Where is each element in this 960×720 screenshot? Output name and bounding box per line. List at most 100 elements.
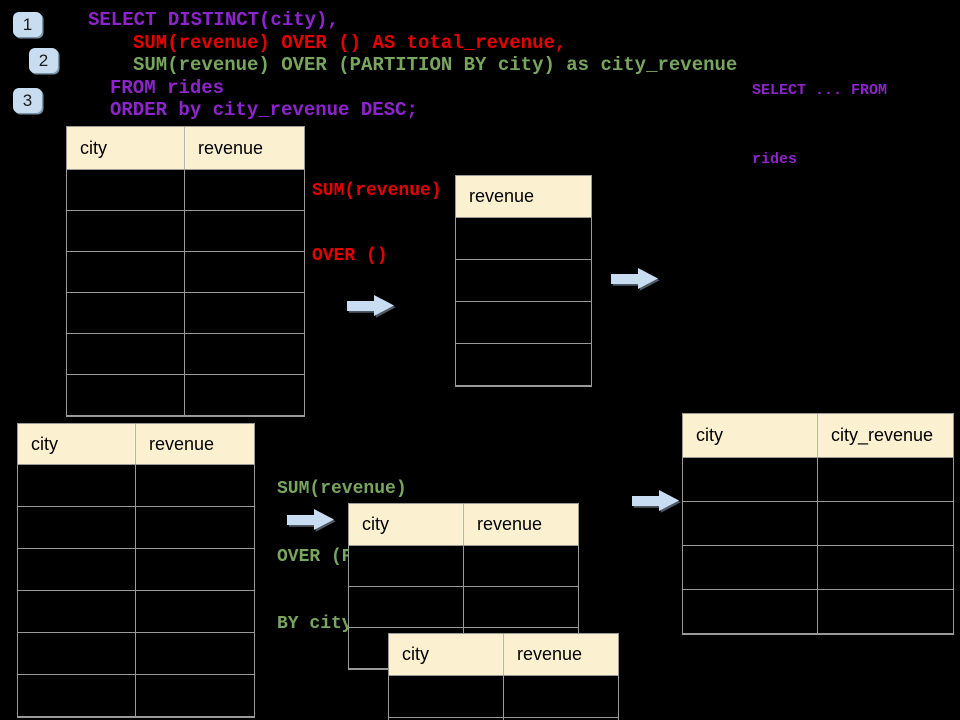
table-cell <box>818 458 953 501</box>
table-row <box>67 293 304 334</box>
step-badge-1: 1 <box>13 12 42 37</box>
table-cell <box>683 458 818 501</box>
sql-code: SELECT DISTINCT(city),SUM(revenue) OVER … <box>88 9 737 122</box>
table-cell <box>18 591 136 632</box>
table-row <box>67 334 304 375</box>
table-row <box>683 546 953 590</box>
annotation-line: SUM(revenue) <box>277 479 407 499</box>
table-cell <box>456 344 591 385</box>
flow-arrow-icon <box>632 489 684 515</box>
table-cell <box>185 293 304 333</box>
column-header-city: city <box>18 424 136 464</box>
table-cell <box>185 375 304 415</box>
sql-code-line: ORDER by city_revenue DESC; <box>110 99 418 121</box>
table-cell <box>456 302 591 343</box>
table-row <box>18 591 254 633</box>
side-note-line: rides <box>752 151 798 168</box>
table-cell <box>18 465 136 506</box>
sql-code-line: SUM(revenue) OVER () AS total_revenue, <box>133 31 567 54</box>
table-cell <box>18 549 136 590</box>
table-row <box>18 549 254 591</box>
table-cell <box>185 170 304 210</box>
table-cell <box>185 252 304 292</box>
table-row <box>18 507 254 549</box>
table-cell <box>136 549 254 590</box>
table-cell <box>456 218 591 259</box>
table-row <box>683 458 953 502</box>
sql-code-line: SELECT DISTINCT(city), <box>88 9 339 31</box>
table-cell <box>818 590 953 633</box>
table-row <box>349 587 578 628</box>
column-header-city: city <box>349 504 464 545</box>
table-row <box>456 260 591 302</box>
table-cell <box>818 502 953 545</box>
annotation-line: SUM(revenue) <box>312 181 442 201</box>
table-cell <box>349 546 464 586</box>
table-header-row: city revenue <box>67 127 304 170</box>
table-cell <box>464 587 578 627</box>
table-row <box>349 546 578 587</box>
step-badge-3: 3 <box>13 88 42 113</box>
flow-arrow-icon <box>611 267 663 293</box>
table-row <box>67 170 304 211</box>
table-cell <box>389 718 504 720</box>
table-row <box>18 465 254 507</box>
table-cell <box>67 375 185 415</box>
column-header-revenue: revenue <box>477 514 543 534</box>
sql-code-line: SUM(revenue) OVER (PARTITION BY city) as… <box>133 54 738 76</box>
table-row <box>67 375 304 416</box>
table-header-row: city city_revenue <box>683 414 953 458</box>
flow-arrow-icon <box>347 294 399 320</box>
table-row <box>456 344 591 386</box>
side-note-line: SELECT ... FROM <box>752 82 888 99</box>
table-cell <box>18 633 136 674</box>
table-city-revenue-result: city city_revenue <box>682 413 954 635</box>
table-cell <box>136 591 254 632</box>
table-source-top: city revenue <box>66 126 305 417</box>
table-cell <box>818 546 953 589</box>
flow-arrow-icon <box>287 508 339 534</box>
table-cell <box>67 293 185 333</box>
table-cell <box>349 587 464 627</box>
table-row <box>67 211 304 252</box>
table-source-bottom: city revenue <box>17 423 255 718</box>
column-header-revenue: revenue <box>469 186 535 206</box>
column-header-city: city <box>389 634 504 675</box>
table-cell <box>18 507 136 548</box>
table-cell <box>464 546 578 586</box>
table-header-row: city revenue <box>389 634 618 676</box>
table-cell <box>456 260 591 301</box>
table-row <box>456 302 591 344</box>
side-note: SELECT ... FROM rides <box>752 33 887 217</box>
table-header-row: city revenue <box>18 424 254 465</box>
column-header-revenue: revenue <box>198 137 264 158</box>
table-cell <box>18 675 136 716</box>
column-header-revenue: revenue <box>149 433 215 454</box>
table-header-row: revenue <box>456 176 591 218</box>
table-row <box>683 502 953 546</box>
table-partition-overlay: city revenue <box>388 633 619 720</box>
table-cell <box>136 465 254 506</box>
table-cell <box>67 170 185 210</box>
sql-code-line: FROM rides <box>110 76 225 99</box>
table-cell <box>504 676 618 717</box>
table-cell <box>67 334 185 374</box>
table-cell <box>683 546 818 589</box>
step-badge-2: 2 <box>29 48 58 73</box>
total-revenue-annotation: SUM(revenue) OVER () <box>312 138 442 310</box>
annotation-line: OVER () <box>312 245 388 266</box>
table-cell <box>136 507 254 548</box>
table-cell <box>683 590 818 633</box>
table-cell <box>185 211 304 251</box>
table-cell <box>683 502 818 545</box>
table-cell <box>67 252 185 292</box>
table-cell <box>67 211 185 251</box>
table-row <box>18 633 254 675</box>
table-row <box>18 675 254 717</box>
table-total-revenue-result: revenue <box>455 175 592 387</box>
table-row <box>389 718 618 720</box>
column-header-city-revenue: city_revenue <box>831 425 934 445</box>
table-row <box>456 218 591 260</box>
column-header-city: city <box>67 127 185 169</box>
